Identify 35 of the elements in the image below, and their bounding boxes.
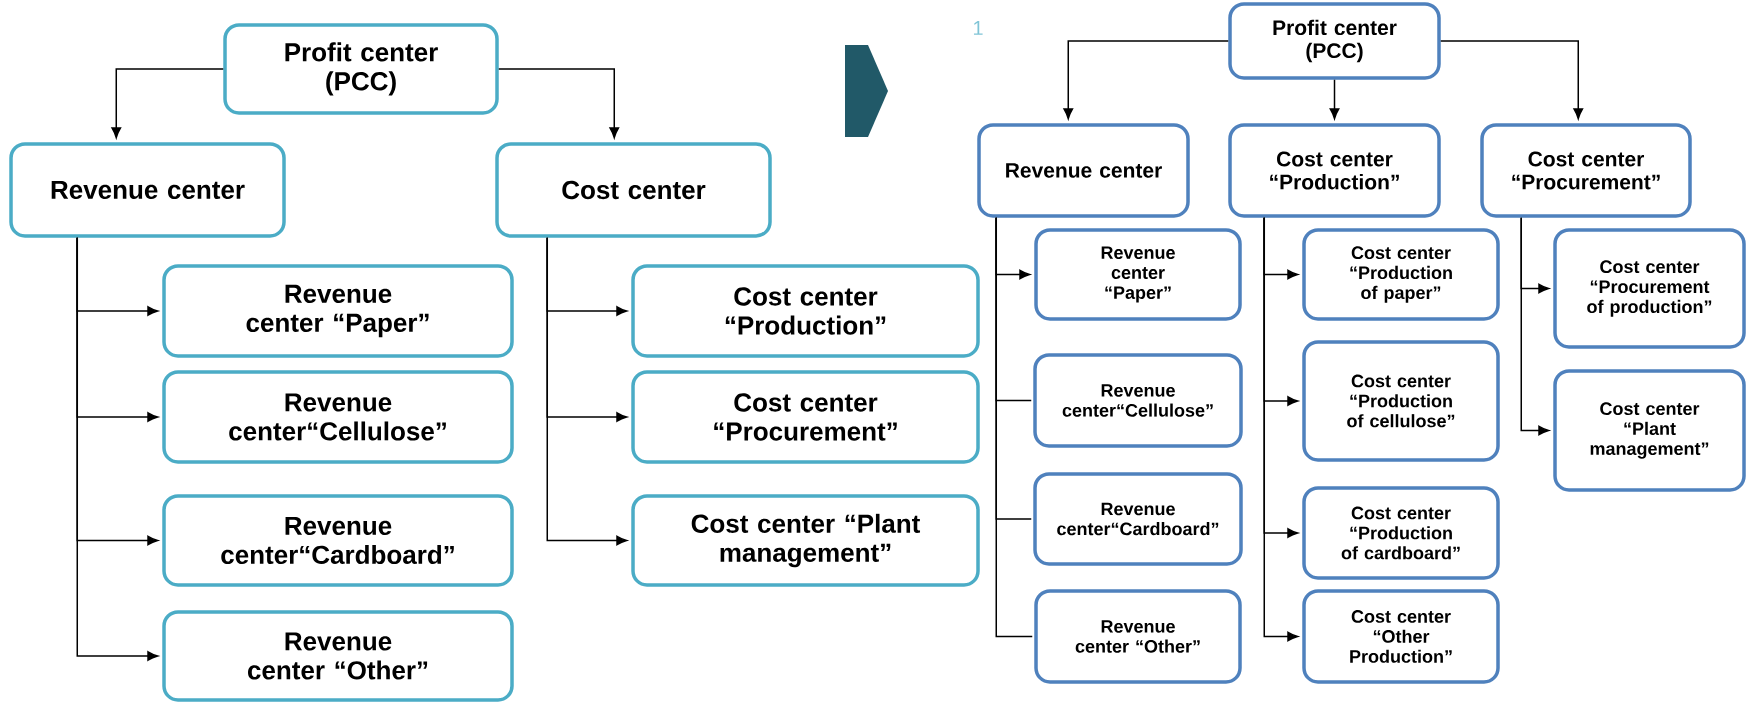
org-box: Profit center (PCC) [223, 23, 499, 115]
page-number: 1 [973, 21, 983, 35]
org-box: Revenue center“Cardboard” [162, 494, 514, 587]
connector [111, 68, 224, 139]
connector [1520, 217, 1550, 436]
org-box: Cost center “Plant management” [631, 494, 980, 587]
org-box: Revenue center “Other” [1034, 589, 1242, 684]
org-box: Cost center “Production of cellulose” [1302, 340, 1500, 462]
connector [1263, 217, 1299, 642]
connector [1329, 79, 1340, 120]
org-box: Cost center “Production” [631, 264, 980, 358]
org-box: Revenue center “Paper” [162, 264, 514, 358]
org-box: Cost center “Procurement” [631, 370, 980, 464]
org-box: Revenue center [9, 142, 286, 238]
connector [1063, 40, 1229, 120]
org-box: Cost center “Procurement” [1480, 123, 1692, 218]
org-box: Revenue center “Paper” [1034, 228, 1242, 321]
connector [498, 68, 620, 139]
org-box: Revenue center “Other” [162, 610, 514, 702]
org-box: Revenue center“Cellulose” [1033, 353, 1243, 448]
org-box: Cost center “Plant management” [1553, 369, 1746, 492]
org-box: Cost center “Procurement of production” [1553, 228, 1746, 349]
connector [995, 217, 1033, 638]
org-box: Revenue center“Cardboard” [1033, 472, 1243, 566]
org-box: Profit center (PCC) [1228, 2, 1441, 80]
org-box: Cost center [495, 142, 772, 238]
connector [1440, 40, 1584, 120]
org-box: Cost center “Production” [1228, 123, 1441, 218]
connector [546, 237, 628, 546]
org-box: Revenue center [977, 123, 1190, 218]
org-box: Cost center “Production of paper” [1302, 228, 1500, 321]
connector [76, 237, 159, 661]
org-box: Revenue center“Cellulose” [162, 370, 514, 464]
org-box: Cost center “Production of cardboard” [1302, 486, 1500, 580]
org-box: Cost center “Other Production” [1302, 589, 1500, 684]
